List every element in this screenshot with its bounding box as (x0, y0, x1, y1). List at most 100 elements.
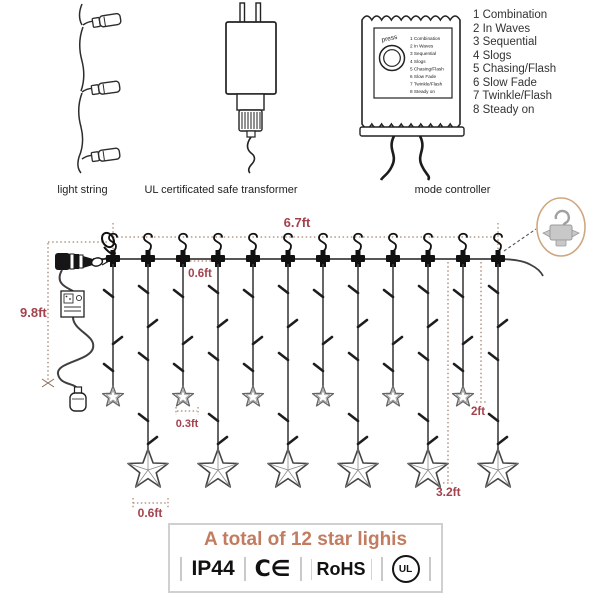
mode-item: 1 Combination (473, 9, 548, 21)
svg-text:1 Combination: 1 Combination (410, 36, 441, 41)
led-tick (487, 284, 500, 295)
big-star-width-label: 0.6ft (138, 506, 163, 520)
big-star-ridge (407, 463, 429, 471)
led-tick (242, 362, 255, 373)
led-tick (216, 318, 229, 329)
press-label: press (381, 34, 399, 44)
wire-clip (141, 255, 155, 262)
badge-separator (243, 557, 246, 581)
led-tick (487, 351, 500, 362)
wire-clip (211, 255, 225, 262)
svg-text:3 Sequential: 3 Sequential (410, 51, 436, 56)
mode-controller-label: mode controller (414, 184, 491, 196)
big-star-ridge (197, 463, 219, 471)
badge-separator (299, 557, 302, 581)
rohs-badge: RoHS (310, 558, 372, 580)
small-star-inner (245, 389, 261, 404)
led-tick (207, 351, 220, 362)
led-tick (207, 284, 220, 295)
clip-top-nub (110, 250, 116, 256)
wall-plug (69, 386, 87, 412)
clip-top-nub (180, 250, 186, 256)
light-string-figure (77, 3, 122, 174)
big-star-ridge (357, 463, 379, 471)
big-star-ridge (267, 463, 289, 471)
clip-top-nub (215, 250, 221, 256)
led-tick (102, 288, 115, 299)
led-tick (277, 351, 290, 362)
small-star-inner (175, 389, 191, 404)
badge-separator (428, 557, 431, 581)
certification-badges: IP44 C∈ RoHS UL (170, 555, 441, 583)
led-tick (426, 318, 439, 329)
led-tick (496, 318, 509, 329)
small-star (381, 385, 405, 407)
small-star (241, 385, 265, 407)
led-tick (312, 362, 325, 373)
clip-top-nub (285, 250, 291, 256)
wire-clip (386, 255, 400, 262)
led-tick (137, 412, 150, 423)
svg-text:6 Slow Fade: 6 Slow Fade (410, 74, 436, 79)
big-star-ridge (337, 463, 359, 471)
s-hook-icon (458, 232, 468, 253)
total-width-label: 6.7ft (284, 215, 311, 230)
led-tick (251, 335, 264, 346)
big-star-ridge (205, 469, 219, 488)
led-tick (452, 362, 465, 373)
big-star-ridge (427, 469, 441, 488)
led-tick (356, 435, 369, 446)
s-hook-icon (318, 232, 328, 253)
modes-list: 1 Combination 2 In Waves 3 Sequential 4 … (473, 9, 556, 117)
mode-item: 5 Chasing/Flash (473, 63, 557, 75)
led-tick (417, 412, 430, 423)
big-star-ridge (415, 469, 429, 488)
long-drop-measure-line (443, 262, 453, 484)
badge-separator (380, 557, 383, 581)
cord-wire (246, 136, 256, 174)
clip-top-nub (495, 250, 501, 256)
s-hook-icon (108, 232, 118, 253)
led-tick (207, 412, 220, 423)
s-hook-icon (178, 232, 188, 253)
s-hook-icon (143, 232, 153, 253)
led-tick (137, 284, 150, 295)
drop-spacing-label: 0.6ft (188, 268, 212, 280)
controller-box-small (60, 290, 85, 318)
big-star-ridge (275, 469, 289, 488)
big-star-ridge (217, 469, 231, 488)
banner-title: A total of 12 star lighis (203, 529, 408, 550)
small-star (101, 385, 125, 407)
big-star-ridge (217, 463, 239, 471)
led-tick (321, 335, 334, 346)
big-star-ridge (287, 469, 301, 488)
led-tick (181, 335, 194, 346)
clip-top-nub (320, 250, 326, 256)
mode-item: 7 Twinkle/Flash (473, 90, 553, 102)
led-tick (391, 335, 404, 346)
led-tick (312, 288, 325, 299)
transformer-figure (225, 2, 277, 174)
callout-pointer-line (503, 228, 537, 252)
led-tick (286, 318, 299, 329)
small-star-inner (385, 389, 401, 404)
short-drop-label: 2ft (471, 406, 485, 418)
big-star-ridge (135, 469, 149, 488)
mode-item: 6 Slow Fade (473, 76, 537, 89)
led-tick (496, 435, 509, 446)
clip-top-nub (250, 250, 256, 256)
led-tick (417, 351, 430, 362)
ip44-badge: IP44 (191, 557, 235, 580)
svg-text:7 Twinkle/Flash: 7 Twinkle/Flash (410, 82, 443, 87)
led-tick (277, 284, 290, 295)
controller-mode-list: 1 Combination 2 In Waves 3 Sequential 4 … (410, 36, 444, 94)
led-tick (452, 288, 465, 299)
connector-ring (90, 257, 104, 267)
led-tick (277, 412, 290, 423)
small-star-inner (315, 389, 331, 404)
big-star-ridge (497, 463, 519, 471)
led-tick (417, 284, 430, 295)
clip-top-nub (145, 250, 151, 256)
lead-wire (57, 269, 95, 389)
